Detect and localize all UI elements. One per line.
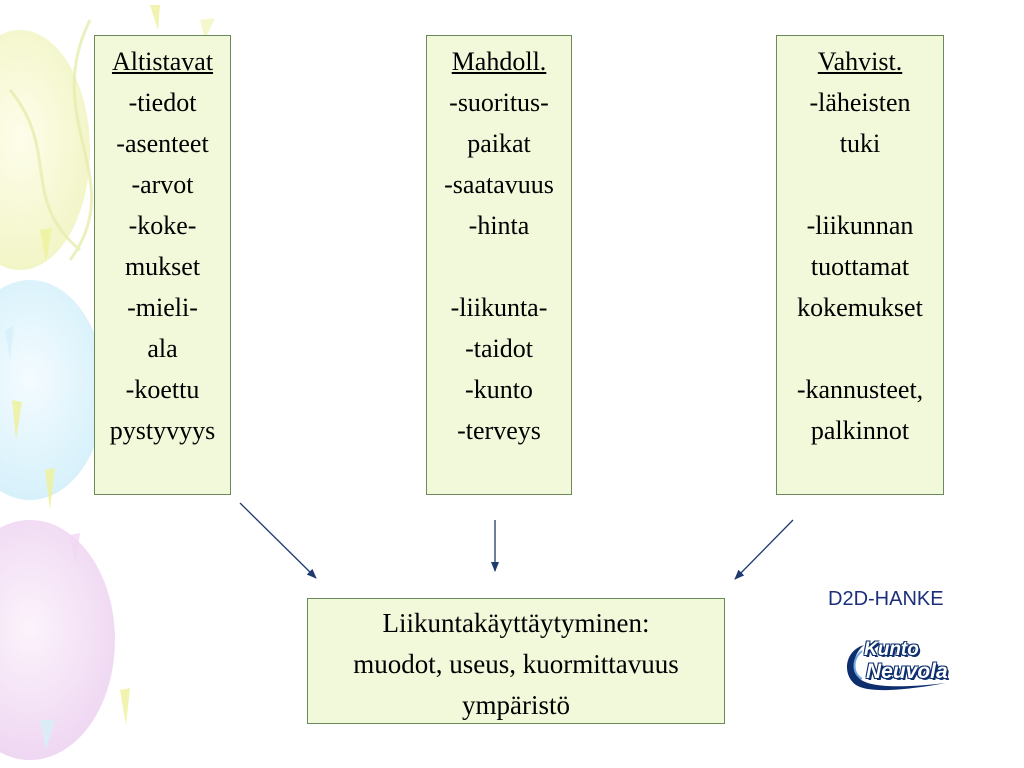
vahvist-line: -kannusteet, [796, 375, 924, 404]
outcome-line: muodot, useus, kuormittavuus [353, 649, 679, 679]
altistavat-line: -koke- [128, 211, 197, 240]
mahdoll-line: -liikunta- [450, 293, 548, 322]
confetti [5, 5, 215, 750]
mahdoll-line [427, 246, 571, 287]
logo-swoosh-icon [846, 645, 946, 691]
kuntoneuvola-logo: Kunto Neuvola [842, 637, 956, 693]
altistavat-line: -koettu [125, 375, 200, 404]
vahvist-line: kokemukset [797, 293, 923, 322]
arrow-vahvist-to-outcome [734, 519, 794, 580]
altistavat-line: -mieli- [127, 293, 198, 322]
mahdoll-line: -saatavuus [444, 170, 554, 199]
altistavat-box: Altistavat -tiedot -asenteet -arvot -kok… [94, 35, 231, 495]
vahvist-line: tuki [839, 129, 881, 158]
mahdoll-line: -taidot [465, 334, 533, 363]
vahvist-line: -läheisten [809, 88, 911, 117]
balloon-strings [8, 19, 93, 261]
mahdoll-box: Mahdoll. -suoritus- paikat -saatavuus -h… [426, 35, 572, 495]
mahdoll-line: -suoritus- [449, 88, 549, 117]
altistavat-line: -tiedot [128, 88, 197, 117]
outcome-line: Liikuntakäyttäytyminen: [382, 608, 650, 638]
arrow-altistavat-to-outcome [239, 502, 317, 579]
mahdoll-line: -hinta [468, 211, 530, 240]
vahvist-box: Vahvist. -läheisten tuki -liikunnan tuot… [776, 35, 944, 495]
balloon-pink [0, 520, 115, 760]
vahvist-line: -liikunnan [806, 211, 914, 240]
vahvist-line [777, 328, 943, 369]
logo-line-1: Kunto [864, 639, 919, 660]
outcome-box: Liikuntakäyttäytyminen: muodot, useus, k… [307, 598, 725, 724]
mahdoll-line: paikat [467, 129, 531, 158]
balloon-yellow [0, 30, 90, 270]
altistavat-line: mukset [124, 252, 201, 281]
vahvist-line: tuottamat [810, 252, 910, 281]
altistavat-heading: Altistavat [111, 47, 214, 76]
outcome-line: ympäristö [462, 690, 570, 720]
mahdoll-heading: Mahdoll. [451, 47, 547, 76]
altistavat-line: pystyvyys [109, 416, 216, 445]
mahdoll-line: -terveys [457, 416, 541, 445]
balloon-blue [0, 280, 105, 500]
mahdoll-line: -kunto [465, 375, 533, 404]
vahvist-line: palkinnot [810, 416, 910, 445]
altistavat-line: -arvot [131, 170, 194, 199]
altistavat-line: -asenteet [116, 129, 209, 158]
project-label: D2D-HANKE [828, 588, 944, 610]
logo-line-2: Neuvola [866, 660, 948, 683]
altistavat-line: ala [147, 334, 178, 363]
vahvist-heading: Vahvist. [817, 47, 903, 76]
vahvist-line [777, 164, 943, 205]
